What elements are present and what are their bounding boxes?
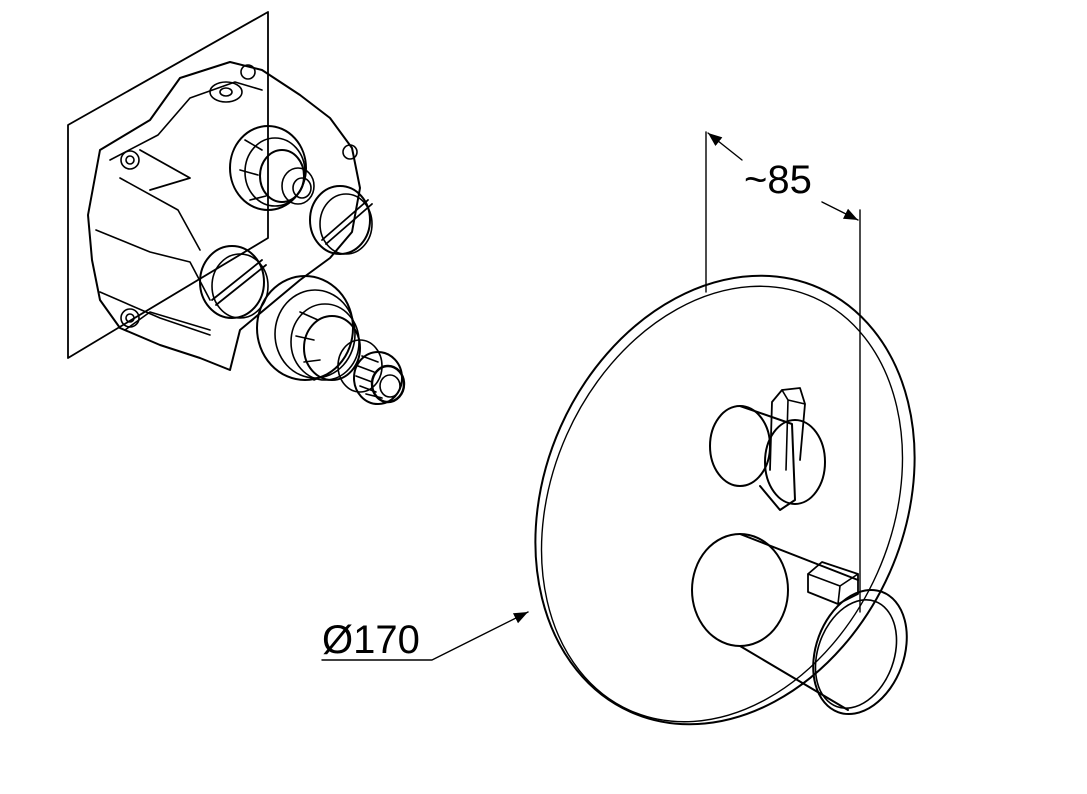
bolt-head <box>120 308 140 328</box>
stop-button <box>807 561 859 605</box>
dimension-depth <box>705 131 861 613</box>
trim-plate-front <box>540 285 904 723</box>
blind-plug-right <box>309 185 373 255</box>
bolt-head <box>240 64 256 80</box>
upper-outlet-fitting <box>229 125 315 211</box>
diameter-dimension-label: Ø170 <box>322 618 420 662</box>
wall-plate <box>67 11 269 359</box>
top-screw <box>209 81 243 103</box>
bolt-head <box>342 144 358 160</box>
valve-housing <box>87 61 361 371</box>
trim-illustration <box>534 274 916 726</box>
depth-dimension-label: ~85 <box>744 158 812 202</box>
blind-plug-left <box>199 245 269 319</box>
dimension-diameter <box>321 611 529 661</box>
lower-cartridge <box>256 275 406 405</box>
trim-plate-back <box>534 274 916 726</box>
thermostat-knob <box>691 533 908 715</box>
bolt-head <box>120 150 140 170</box>
diverter-handle <box>709 387 826 511</box>
valve-body-illustration <box>67 11 406 405</box>
